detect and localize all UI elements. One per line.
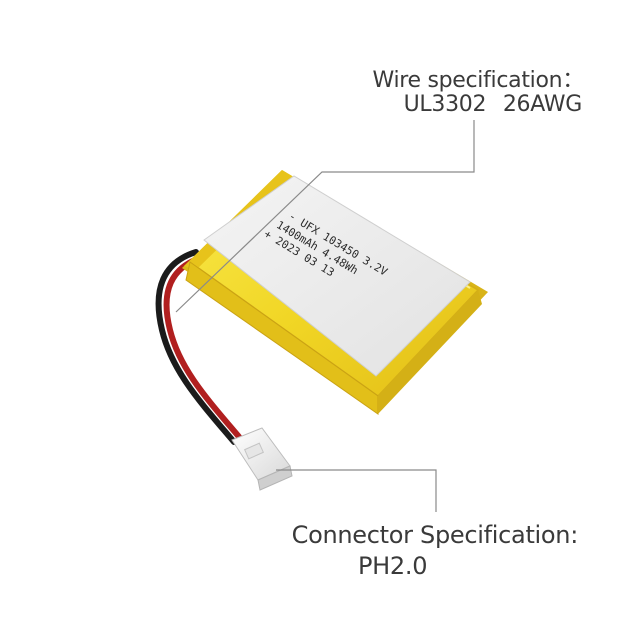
red-wire [163, 255, 243, 441]
wire-spec-value: UL3302 26AWG [403, 92, 583, 117]
battery-label: - UFX 103450 3.2V 1400mAh 4.48Wh + 2023 … [203, 175, 471, 377]
wire-callout-line [175, 120, 475, 313]
ph2-connector [231, 427, 293, 491]
connector-spec-title: Connector Specification: [291, 521, 579, 549]
connector-spec-value: PH2.0 [358, 552, 428, 580]
black-wire [155, 249, 237, 445]
wire-spec-title: Wire specification： [372, 68, 584, 93]
connector-callout-line [276, 469, 437, 512]
